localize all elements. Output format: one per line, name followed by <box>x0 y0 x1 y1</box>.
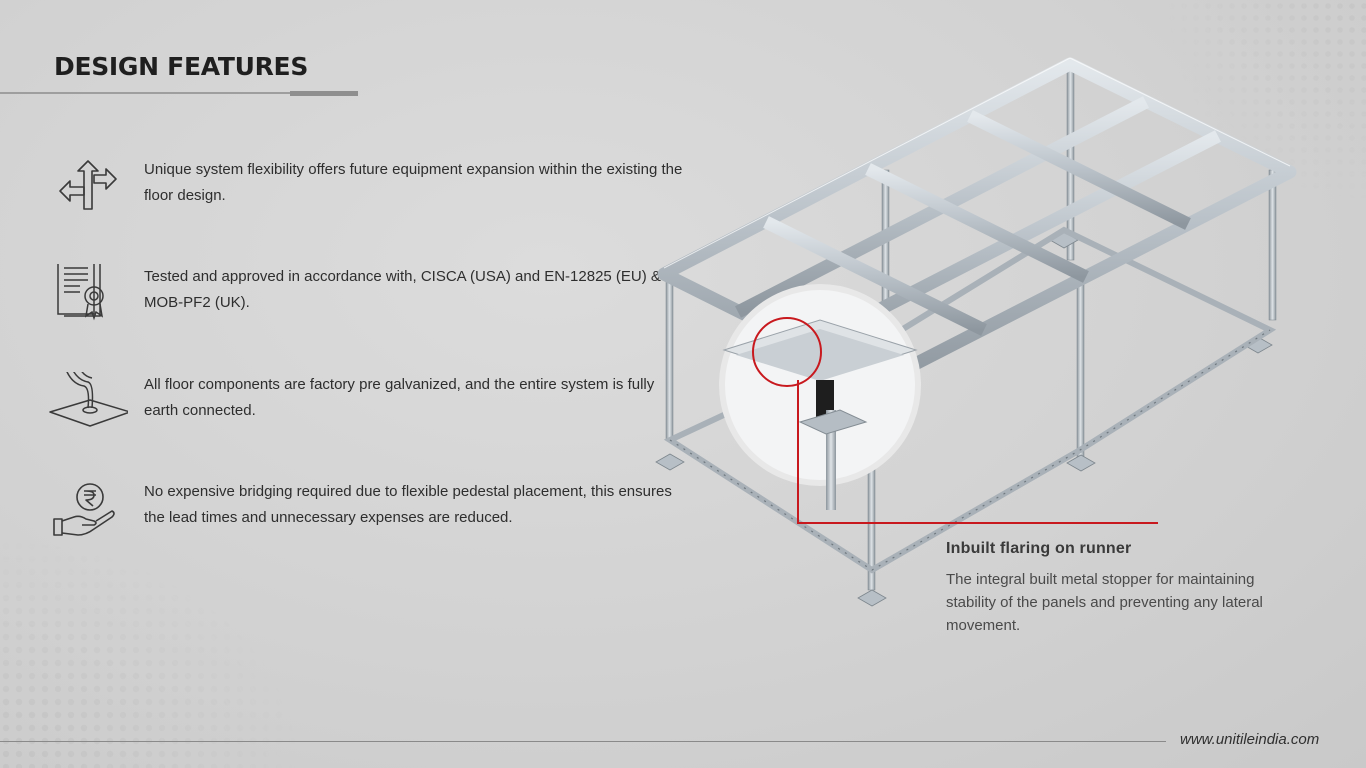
page-title: DESIGN FEATURES <box>54 52 309 81</box>
feature-text: Unique system flexibility offers future … <box>144 161 683 204</box>
feature-text: Tested and approved in accordance with, … <box>144 268 661 311</box>
callout-marker-circle <box>752 317 822 387</box>
raised-floor-frame-illustration <box>655 57 1297 607</box>
certificate-document-icon <box>57 264 104 321</box>
feature-text: No expensive bridging required due to fl… <box>144 483 672 526</box>
feature-item: Unique system flexibility offers future … <box>48 157 684 225</box>
website-link[interactable]: www.unitileindia.com <box>1180 731 1320 748</box>
feature-item: All floor components are factory pre gal… <box>48 372 684 440</box>
dot-pattern-bottom-left <box>0 540 300 768</box>
title-underline-accent <box>290 91 358 96</box>
feature-item: No expensive bridging required due to fl… <box>48 479 684 547</box>
rupee-hand-icon <box>53 483 115 536</box>
callout-title: Inbuilt flaring on runner <box>946 540 1132 557</box>
earth-connection-icon <box>49 372 128 427</box>
feature-item: Tested and approved in accordance with, … <box>48 264 684 332</box>
arrows-directions-icon <box>59 160 117 210</box>
callout-leader-line <box>797 380 1158 524</box>
feature-text: All floor components are factory pre gal… <box>144 376 655 419</box>
callout-description: The integral built metal stopper for mai… <box>946 571 1263 634</box>
footer-divider <box>0 741 1166 742</box>
title-underline <box>0 92 290 94</box>
